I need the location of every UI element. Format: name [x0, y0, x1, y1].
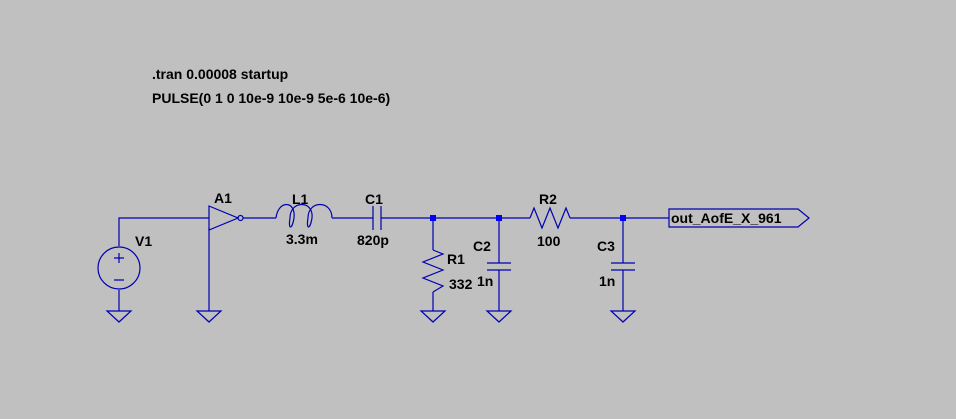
a1-ref: A1 [214, 190, 232, 206]
inductor-l1[interactable]: L1 3.3m [275, 191, 333, 247]
ground-icon [485, 310, 513, 323]
l1-ref: L1 [292, 191, 309, 207]
r1-value: 332 [449, 276, 473, 292]
c1-value: 820p [357, 232, 389, 248]
c1-ref: C1 [365, 191, 383, 207]
v1-ref: V1 [135, 233, 152, 249]
ground-icon [419, 310, 447, 323]
wires [118, 217, 669, 311]
c3-value: 1n [599, 273, 615, 289]
net-label-output[interactable]: out_AofE_X_961 [668, 208, 810, 228]
r2-ref: R2 [539, 191, 557, 207]
l1-value: 3.3m [286, 231, 318, 247]
net-label-text: out_AofE_X_961 [671, 210, 782, 226]
capacitor-c1[interactable]: C1 820p [357, 191, 389, 248]
capacitor-plates-icon [372, 206, 382, 230]
resistor-r2[interactable]: R2 100 [529, 191, 571, 249]
junction-dot [430, 215, 436, 221]
polarity-signs [114, 253, 124, 281]
capacitor-c3[interactable]: C3 1n [597, 238, 635, 289]
buffer-triangle-icon [208, 205, 240, 231]
wire-v1-to-a1 [118, 217, 209, 246]
c2-value: 1n [477, 273, 493, 289]
ground-icon [105, 310, 133, 323]
capacitor-plates-icon [487, 262, 511, 271]
c2-ref: C2 [473, 238, 491, 254]
ground-icon [195, 310, 223, 323]
c3-ref: C3 [597, 238, 615, 254]
voltage-source-v1[interactable]: V1 [97, 233, 152, 290]
ground-icon [609, 310, 637, 323]
buffer-a1[interactable]: A1 [208, 190, 244, 231]
inductor-coil-icon [275, 203, 333, 228]
tran-directive[interactable]: .tran 0.00008 startup [152, 66, 288, 82]
capacitor-plates-icon [611, 262, 635, 271]
resistor-zigzag-icon [421, 249, 445, 293]
r1-ref: R1 [447, 251, 465, 267]
resistor-zigzag-icon [529, 206, 571, 230]
r2-value: 100 [537, 233, 561, 249]
inverter-bubble-icon [237, 214, 244, 222]
junction-dot [496, 215, 502, 221]
voltage-source-icon [97, 246, 141, 290]
pulse-directive[interactable]: PULSE(0 1 0 10e-9 10e-9 5e-6 10e-6) [152, 90, 390, 106]
junction-dot [620, 215, 626, 221]
capacitor-c2[interactable]: C2 1n [473, 238, 511, 289]
resistor-r1[interactable]: R1 332 [421, 249, 473, 293]
net-flag-icon [668, 208, 810, 228]
